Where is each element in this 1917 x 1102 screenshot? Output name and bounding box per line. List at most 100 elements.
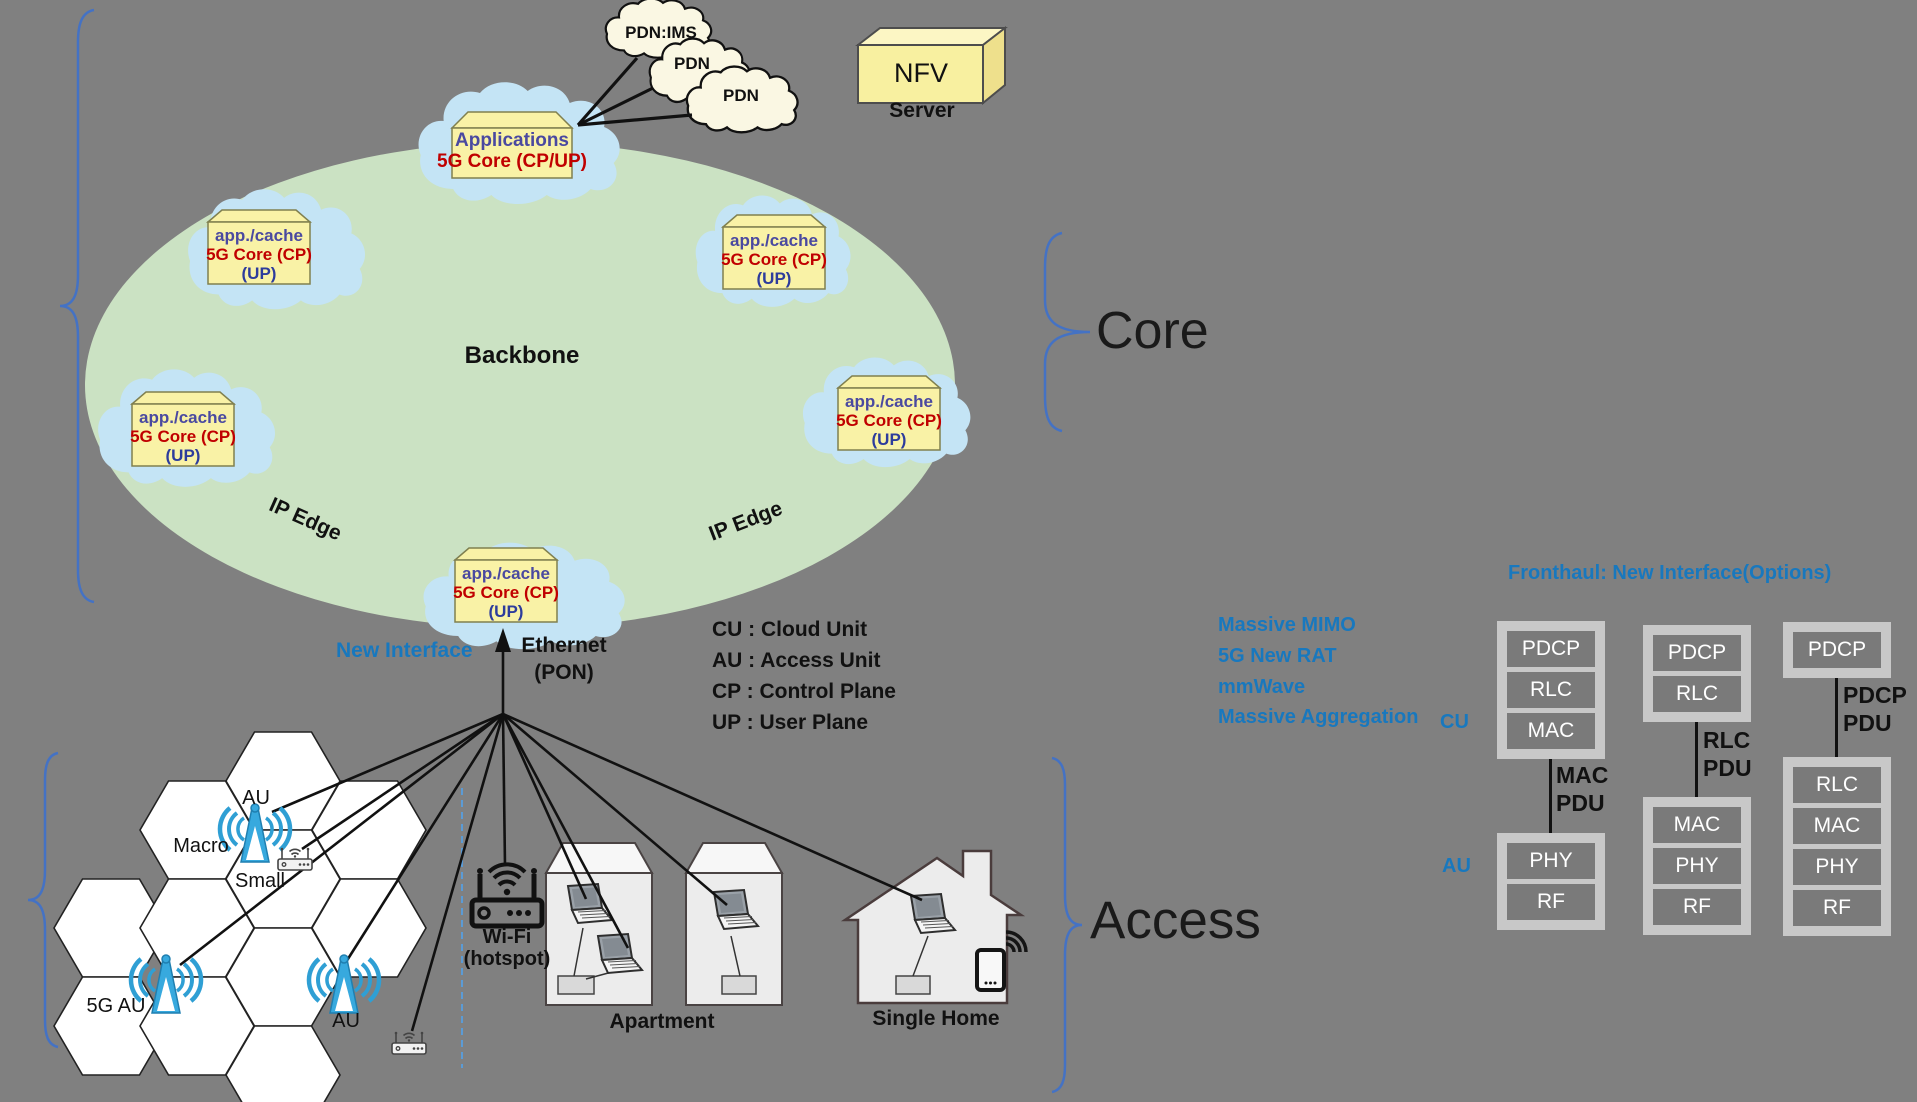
stack2-cu-pdcp: PDCP: [1653, 635, 1741, 671]
legend-au: AU : Access Unit: [712, 649, 881, 672]
app-cache-line2: 5G Core (CP): [206, 245, 312, 264]
app-cache-line1: app./cache: [215, 226, 303, 245]
applications-line1: Applications: [454, 130, 570, 151]
stack2-cu-container: PDCP RLC: [1643, 625, 1751, 722]
stack1-au-rf: RF: [1507, 884, 1595, 920]
wifi-label-line1: Wi-Fi: [482, 926, 532, 948]
stack1-link-line: [1549, 759, 1552, 833]
stack3-au-rlc: RLC: [1793, 767, 1881, 803]
applications-box-text: Applications 5G Core (CP/UP): [437, 130, 587, 172]
stack2-au-container: MAC PHY RF: [1643, 797, 1751, 935]
au-5g-label: 5G AU: [86, 995, 146, 1017]
stack3-au-mac: MAC: [1793, 808, 1881, 844]
wifi-label-line2: (hotspot): [463, 948, 551, 970]
stack2-cu-rlc: RLC: [1653, 676, 1741, 712]
core-right-brace: [1043, 231, 1091, 433]
access-left-brace: [27, 751, 59, 1049]
stack1-cu-mac: MAC: [1507, 713, 1595, 749]
stack2-au-phy: PHY: [1653, 848, 1741, 884]
app-cache-box-upper-left: [205, 209, 313, 285]
small-cell-router-icon-2: [391, 1030, 427, 1055]
app-cache-box-right: [835, 375, 943, 451]
core-section-label: Core: [1096, 302, 1209, 360]
au-label: AU: [1442, 855, 1471, 877]
app-cache-box-left: [129, 391, 237, 467]
app-cache-line1: app./cache: [462, 564, 550, 583]
app-cache-line1: app./cache: [845, 392, 933, 411]
app-cache-text-bottom: app./cache 5G Core (CP) (UP): [453, 564, 559, 621]
pdn-label-b: PDN: [723, 86, 759, 105]
stack3-cu-pdcp: PDCP: [1793, 632, 1881, 668]
stack3-au-container: RLC MAC PHY RF: [1783, 757, 1891, 936]
indoor-modem-boxes: [557, 975, 931, 995]
fronthaul-title: Fronthaul: New Interface(Options): [1508, 562, 1832, 584]
pon-label: (PON): [534, 661, 594, 684]
stack3-pdu-line1: PDCP: [1843, 682, 1907, 708]
au-right-label: AU: [332, 1010, 360, 1032]
pdn-label-a: PDN: [674, 54, 710, 73]
fronthaul-feature-4: Massive Aggregation: [1218, 706, 1419, 728]
wifi-hotspot-icon: [472, 864, 542, 926]
apartment-building-2: [684, 842, 784, 1006]
stack1-pdu-label: MAC PDU: [1556, 761, 1608, 817]
stack1-cu-rlc: RLC: [1507, 672, 1595, 708]
app-cache-line2: 5G Core (CP): [721, 250, 827, 269]
app-cache-text-upper-left: app./cache 5G Core (CP) (UP): [206, 226, 312, 283]
stack3-au-phy: PHY: [1793, 849, 1881, 885]
stack2-pdu-label: RLC PDU: [1703, 726, 1752, 782]
app-cache-line3: (UP): [165, 446, 201, 465]
app-cache-line3: (UP): [488, 602, 524, 621]
core-left-brace: [59, 8, 95, 604]
stack2-pdu-line2: PDU: [1703, 755, 1752, 781]
app-cache-text-right: app./cache 5G Core (CP) (UP): [836, 392, 942, 449]
app-cache-line3: (UP): [756, 269, 792, 288]
app-cache-line3: (UP): [871, 430, 907, 449]
fronthaul-feature-2: 5G New RAT: [1218, 645, 1337, 667]
access-section-label: Access: [1090, 891, 1261, 950]
stack1-cu-pdcp: PDCP: [1507, 631, 1595, 667]
app-cache-line2: 5G Core (CP): [453, 583, 559, 602]
stack3-link-line: [1835, 678, 1838, 757]
pdn-links: [576, 56, 693, 127]
ethernet-arrow: [495, 628, 511, 714]
fronthaul-feature-3: mmWave: [1218, 676, 1306, 698]
access-right-brace: [1051, 756, 1083, 1094]
single-home-label: Single Home: [872, 1007, 1000, 1030]
apartment-label: Apartment: [609, 1010, 715, 1033]
app-cache-line1: app./cache: [730, 231, 818, 250]
stack3-cu-container: PDCP: [1783, 622, 1891, 678]
smartphone-icon: [975, 930, 1028, 992]
nfv-caption: Server: [889, 99, 955, 122]
app-cache-line1: app./cache: [139, 408, 227, 427]
legend-cp: CP : Control Plane: [712, 680, 896, 703]
stack1-au-container: PHY RF: [1497, 833, 1605, 930]
fronthaul-feature-1: Massive MIMO: [1218, 614, 1356, 636]
applications-box: [450, 111, 574, 179]
ethernet-label: Ethernet: [521, 634, 607, 657]
stack1-pdu-line2: PDU: [1556, 790, 1605, 816]
applications-line2: 5G Core (CP/UP): [437, 151, 587, 172]
app-cache-line2: 5G Core (CP): [836, 411, 942, 430]
app-cache-text-left: app./cache 5G Core (CP) (UP): [130, 408, 236, 465]
app-cache-line2: 5G Core (CP): [130, 427, 236, 446]
stack3-au-rf: RF: [1793, 890, 1881, 926]
stack3-pdu-line2: PDU: [1843, 710, 1892, 736]
small-label: Small: [234, 870, 286, 892]
app-cache-text-upper-right: app./cache 5G Core (CP) (UP): [721, 231, 827, 288]
stack2-au-rf: RF: [1653, 889, 1741, 925]
stack1-au-phy: PHY: [1507, 843, 1595, 879]
legend-up: UP : User Plane: [712, 711, 869, 734]
stack1-cu-container: PDCP RLC MAC: [1497, 621, 1605, 759]
app-cache-line3: (UP): [241, 264, 277, 283]
nfv-server-box: [855, 25, 1008, 106]
app-cache-box-upper-right: [720, 214, 828, 290]
access-links: [179, 712, 923, 1032]
macro-label: Macro: [173, 835, 229, 857]
stack2-link-line: [1695, 722, 1698, 797]
stack1-pdu-line1: MAC: [1556, 762, 1609, 788]
stack3-pdu-label: PDCP PDU: [1843, 681, 1907, 737]
app-cache-box-bottom: [452, 547, 560, 623]
stack2-au-mac: MAC: [1653, 807, 1741, 843]
